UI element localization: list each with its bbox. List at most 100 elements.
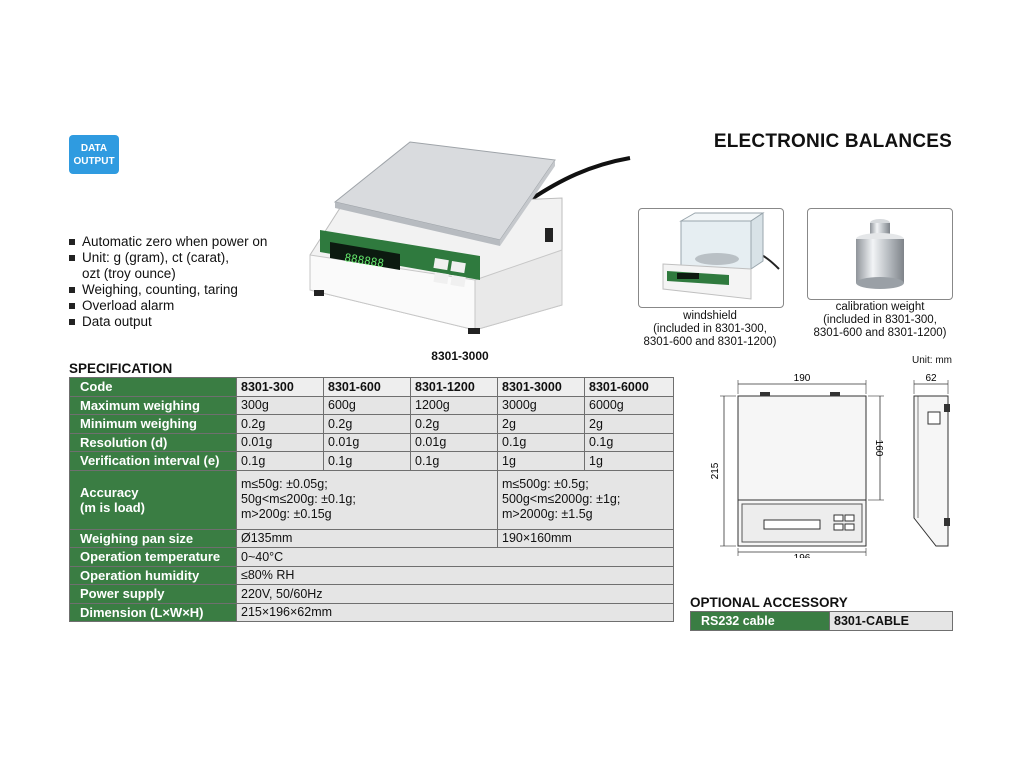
- unit-label: Unit: mm: [912, 355, 952, 366]
- specification-title: SPECIFICATION: [69, 361, 173, 376]
- cell: 220V, 50/60Hz: [236, 584, 674, 604]
- caption-line: (included in 8301-300,: [823, 314, 937, 326]
- calibration-weight-caption: calibration weight (included in 8301-300…: [796, 301, 964, 340]
- cell: 0~40°C: [236, 547, 674, 567]
- table-row: Dimension (L×W×H) 215×196×62mm: [69, 602, 674, 622]
- cell-line: 500g<m≤2000g: ±1g;: [502, 492, 621, 506]
- cell: 2g: [584, 414, 674, 434]
- feature-item-continuation: ozt (troy ounce): [82, 266, 176, 281]
- cell: 0.1g: [497, 432, 585, 452]
- cell-line: 50g<m≤200g: ±0.1g;: [241, 492, 356, 506]
- caption-line: windshield: [683, 310, 737, 322]
- specification-table: Code 8301-300 8301-600 8301-1200 8301-30…: [69, 377, 674, 622]
- cell-line: m>200g: ±0.15g: [241, 507, 332, 521]
- cell: 0.1g: [323, 451, 411, 471]
- table-row: Weighing pan size Ø135mm 190×160mm: [69, 528, 674, 548]
- table-row: Accuracy (m is load) m≤50g: ±0.05g; 50g<…: [69, 469, 674, 530]
- dim-side-width: 62: [925, 373, 937, 384]
- cell: 2g: [497, 414, 585, 434]
- table-row: Code 8301-300 8301-600 8301-1200 8301-30…: [69, 377, 674, 397]
- cell: 1200g: [410, 395, 498, 415]
- cell: 0.1g: [236, 451, 324, 471]
- model-code: 8301-6000: [584, 377, 674, 397]
- table-row: Maximum weighing 300g 600g 1200g 3000g 6…: [69, 395, 674, 415]
- dimension-drawing: 190 215 160 196 62: [710, 373, 950, 558]
- row-label: Operation temperature: [69, 547, 237, 567]
- cell: 600g: [323, 395, 411, 415]
- feature-list: Automatic zero when power on Unit: g (gr…: [69, 234, 309, 330]
- optional-accessory-title: OPTIONAL ACCESSORY: [690, 595, 848, 610]
- cell-line: m>2000g: ±1.5g: [502, 507, 593, 521]
- page-title: ELECTRONIC BALANCES: [713, 131, 952, 152]
- cell: 0.01g: [323, 432, 411, 452]
- cell: 300g: [236, 395, 324, 415]
- label-line: (m is load): [80, 499, 146, 515]
- calibration-weight-image: [856, 219, 904, 289]
- row-label: Power supply: [69, 584, 237, 604]
- product-model-caption: 8301-3000: [431, 349, 489, 363]
- cell: 1g: [584, 451, 674, 471]
- data-output-badge: DATA OUTPUT: [69, 135, 119, 174]
- feature-item: Automatic zero when power on: [69, 234, 309, 250]
- cell: 0.2g: [323, 414, 411, 434]
- balance-product-image: 888888: [309, 141, 631, 334]
- accuracy-label: Accuracy (m is load): [69, 469, 237, 530]
- cell: 0.01g: [410, 432, 498, 452]
- svg-text:888888: 888888: [344, 251, 385, 270]
- model-code: 8301-600: [323, 377, 411, 397]
- model-code: 8301-3000: [497, 377, 585, 397]
- dim-inner-height: 160: [873, 440, 884, 457]
- windshield-image-frame: [638, 208, 784, 308]
- windshield-caption: windshield (included in 8301-300, 8301-6…: [630, 310, 790, 349]
- dim-bottom-width: 196: [794, 553, 811, 558]
- badge-line-2: OUTPUT: [73, 155, 115, 167]
- table-row: Operation temperature 0~40°C: [69, 547, 674, 567]
- caption-line: 8301-600 and 8301-1200): [813, 327, 947, 339]
- row-label: Resolution (d): [69, 432, 237, 452]
- cell: 0.2g: [410, 414, 498, 434]
- row-label: Weighing pan size: [69, 528, 237, 548]
- cell: 1g: [497, 451, 585, 471]
- feature-item: Weighing, counting, taring: [69, 282, 309, 298]
- cell-line: m≤50g: ±0.05g;: [241, 477, 328, 491]
- accessory-label: RS232 cable: [690, 611, 830, 631]
- feature-item: Overload alarm: [69, 298, 309, 314]
- table-row: Power supply 220V, 50/60Hz: [69, 584, 674, 604]
- caption-line: (included in 8301-300,: [653, 323, 767, 335]
- cell: 3000g: [497, 395, 585, 415]
- row-label: Code: [69, 377, 237, 397]
- model-code: 8301-300: [236, 377, 324, 397]
- cell: Ø135mm: [236, 528, 498, 548]
- windshield-image: [662, 212, 780, 300]
- dim-top-width: 190: [794, 373, 811, 384]
- row-label: Maximum weighing: [69, 395, 237, 415]
- cell: 0.1g: [584, 432, 674, 452]
- model-code: 8301-1200: [410, 377, 498, 397]
- optional-accessory-table: RS232 cable 8301-CABLE: [690, 611, 953, 631]
- caption-line: calibration weight: [835, 301, 925, 313]
- cell: 0.01g: [236, 432, 324, 452]
- table-row: RS232 cable 8301-CABLE: [690, 611, 953, 631]
- cell-line: m≤500g: ±0.5g;: [502, 477, 589, 491]
- table-row: Resolution (d) 0.01g 0.01g 0.01g 0.1g 0.…: [69, 432, 674, 452]
- table-row: Minimum weighing 0.2g 0.2g 0.2g 2g 2g: [69, 414, 674, 434]
- row-label: Dimension (L×W×H): [69, 602, 237, 622]
- accessory-code: 8301-CABLE: [829, 611, 953, 631]
- cell: 190×160mm: [497, 528, 674, 548]
- feature-item: Unit: g (gram), ct (carat),: [69, 250, 309, 266]
- accuracy-cell: m≤50g: ±0.05g; 50g<m≤200g: ±0.1g; m>200g…: [236, 469, 498, 530]
- row-label: Verification interval (e): [69, 451, 237, 471]
- feature-item: Data output: [69, 314, 309, 330]
- table-row: Operation humidity ≤80% RH: [69, 565, 674, 585]
- badge-line-1: DATA: [80, 142, 108, 154]
- label-line: Accuracy: [80, 484, 139, 500]
- table-row: Verification interval (e) 0.1g 0.1g 0.1g…: [69, 451, 674, 471]
- cell: 0.2g: [236, 414, 324, 434]
- row-label: Operation humidity: [69, 565, 237, 585]
- cell: ≤80% RH: [236, 565, 674, 585]
- cell: 0.1g: [410, 451, 498, 471]
- calibration-weight-image-frame: [807, 208, 953, 300]
- caption-line: 8301-600 and 8301-1200): [643, 336, 777, 348]
- cell: 215×196×62mm: [236, 602, 674, 622]
- row-label: Minimum weighing: [69, 414, 237, 434]
